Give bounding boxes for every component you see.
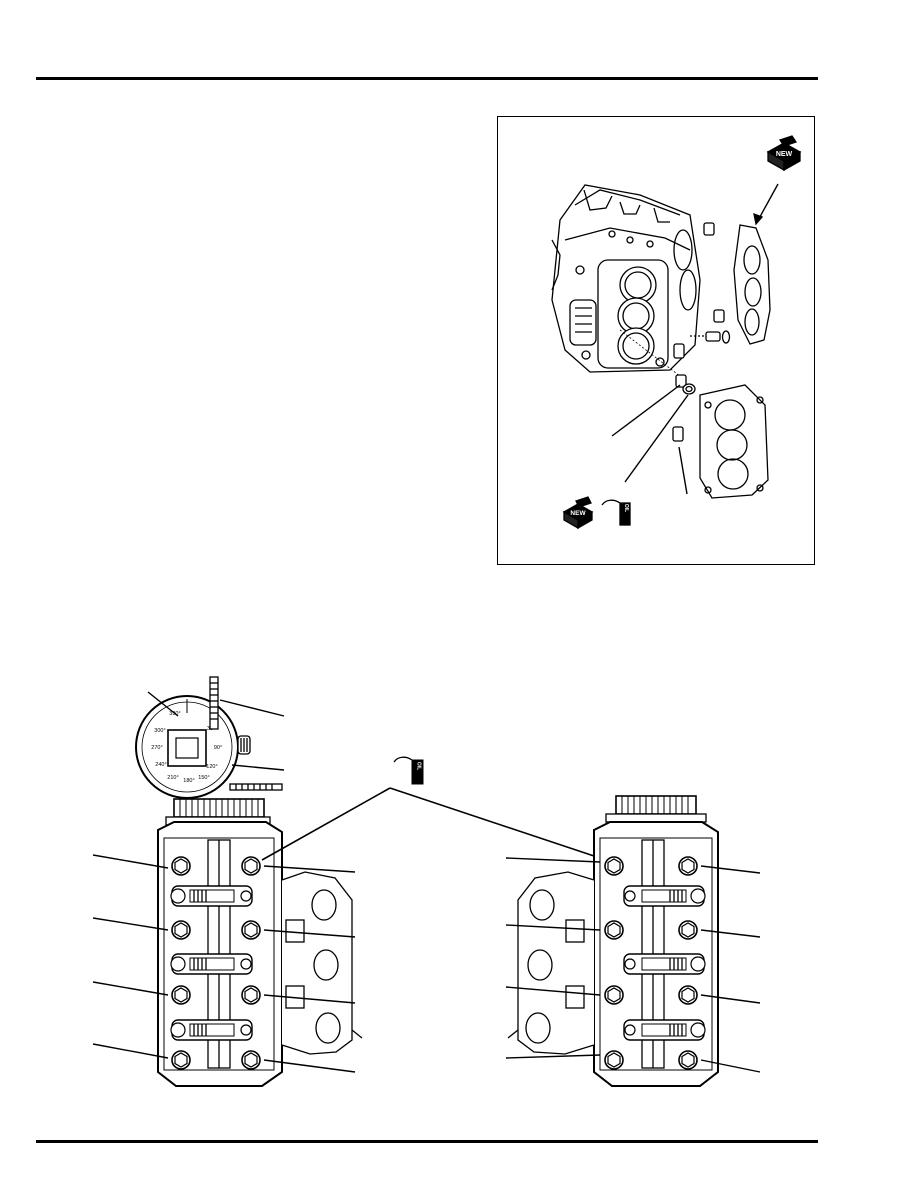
dial-gauge: 330° 30° 300° 90° 270° 240° 120° 210° 18… bbox=[135, 676, 283, 799]
svg-text:120°: 120° bbox=[206, 764, 217, 770]
svg-text:300°: 300° bbox=[154, 728, 165, 734]
svg-text:210°: 210° bbox=[167, 775, 178, 781]
engine-block-drawing bbox=[551, 184, 701, 373]
exploded-view-figure: NEW bbox=[551, 135, 802, 530]
new-part-icon: NEW bbox=[766, 135, 802, 172]
footer-rule bbox=[36, 1140, 818, 1143]
svg-text:90°: 90° bbox=[214, 745, 222, 751]
svg-text:270°: 270° bbox=[151, 745, 162, 751]
left-cylinder-head-figure: 330° 30° 300° 90° 270° 240° 120° 210° 18… bbox=[92, 676, 363, 1087]
oil-apply-icon-center: OIL bbox=[393, 756, 424, 785]
right-cylinder-head-figure bbox=[505, 795, 761, 1087]
svg-text:150°: 150° bbox=[198, 775, 209, 781]
svg-text:NEW: NEW bbox=[570, 510, 586, 517]
svg-text:OIL: OIL bbox=[623, 504, 629, 512]
exploded-view-frame bbox=[497, 116, 815, 565]
oil-apply-icon: OIL bbox=[601, 499, 631, 526]
svg-text:OIL: OIL bbox=[416, 762, 422, 770]
svg-text:240°: 240° bbox=[155, 762, 166, 768]
oil-leader-lines bbox=[261, 787, 601, 861]
svg-text:180°: 180° bbox=[183, 778, 194, 784]
header-rule bbox=[36, 77, 818, 80]
new-part-icon-bottom: NEW bbox=[562, 496, 594, 530]
new-badge-label: NEW bbox=[776, 151, 793, 158]
left-head-gasket bbox=[699, 384, 769, 499]
right-head-gasket bbox=[733, 224, 771, 345]
